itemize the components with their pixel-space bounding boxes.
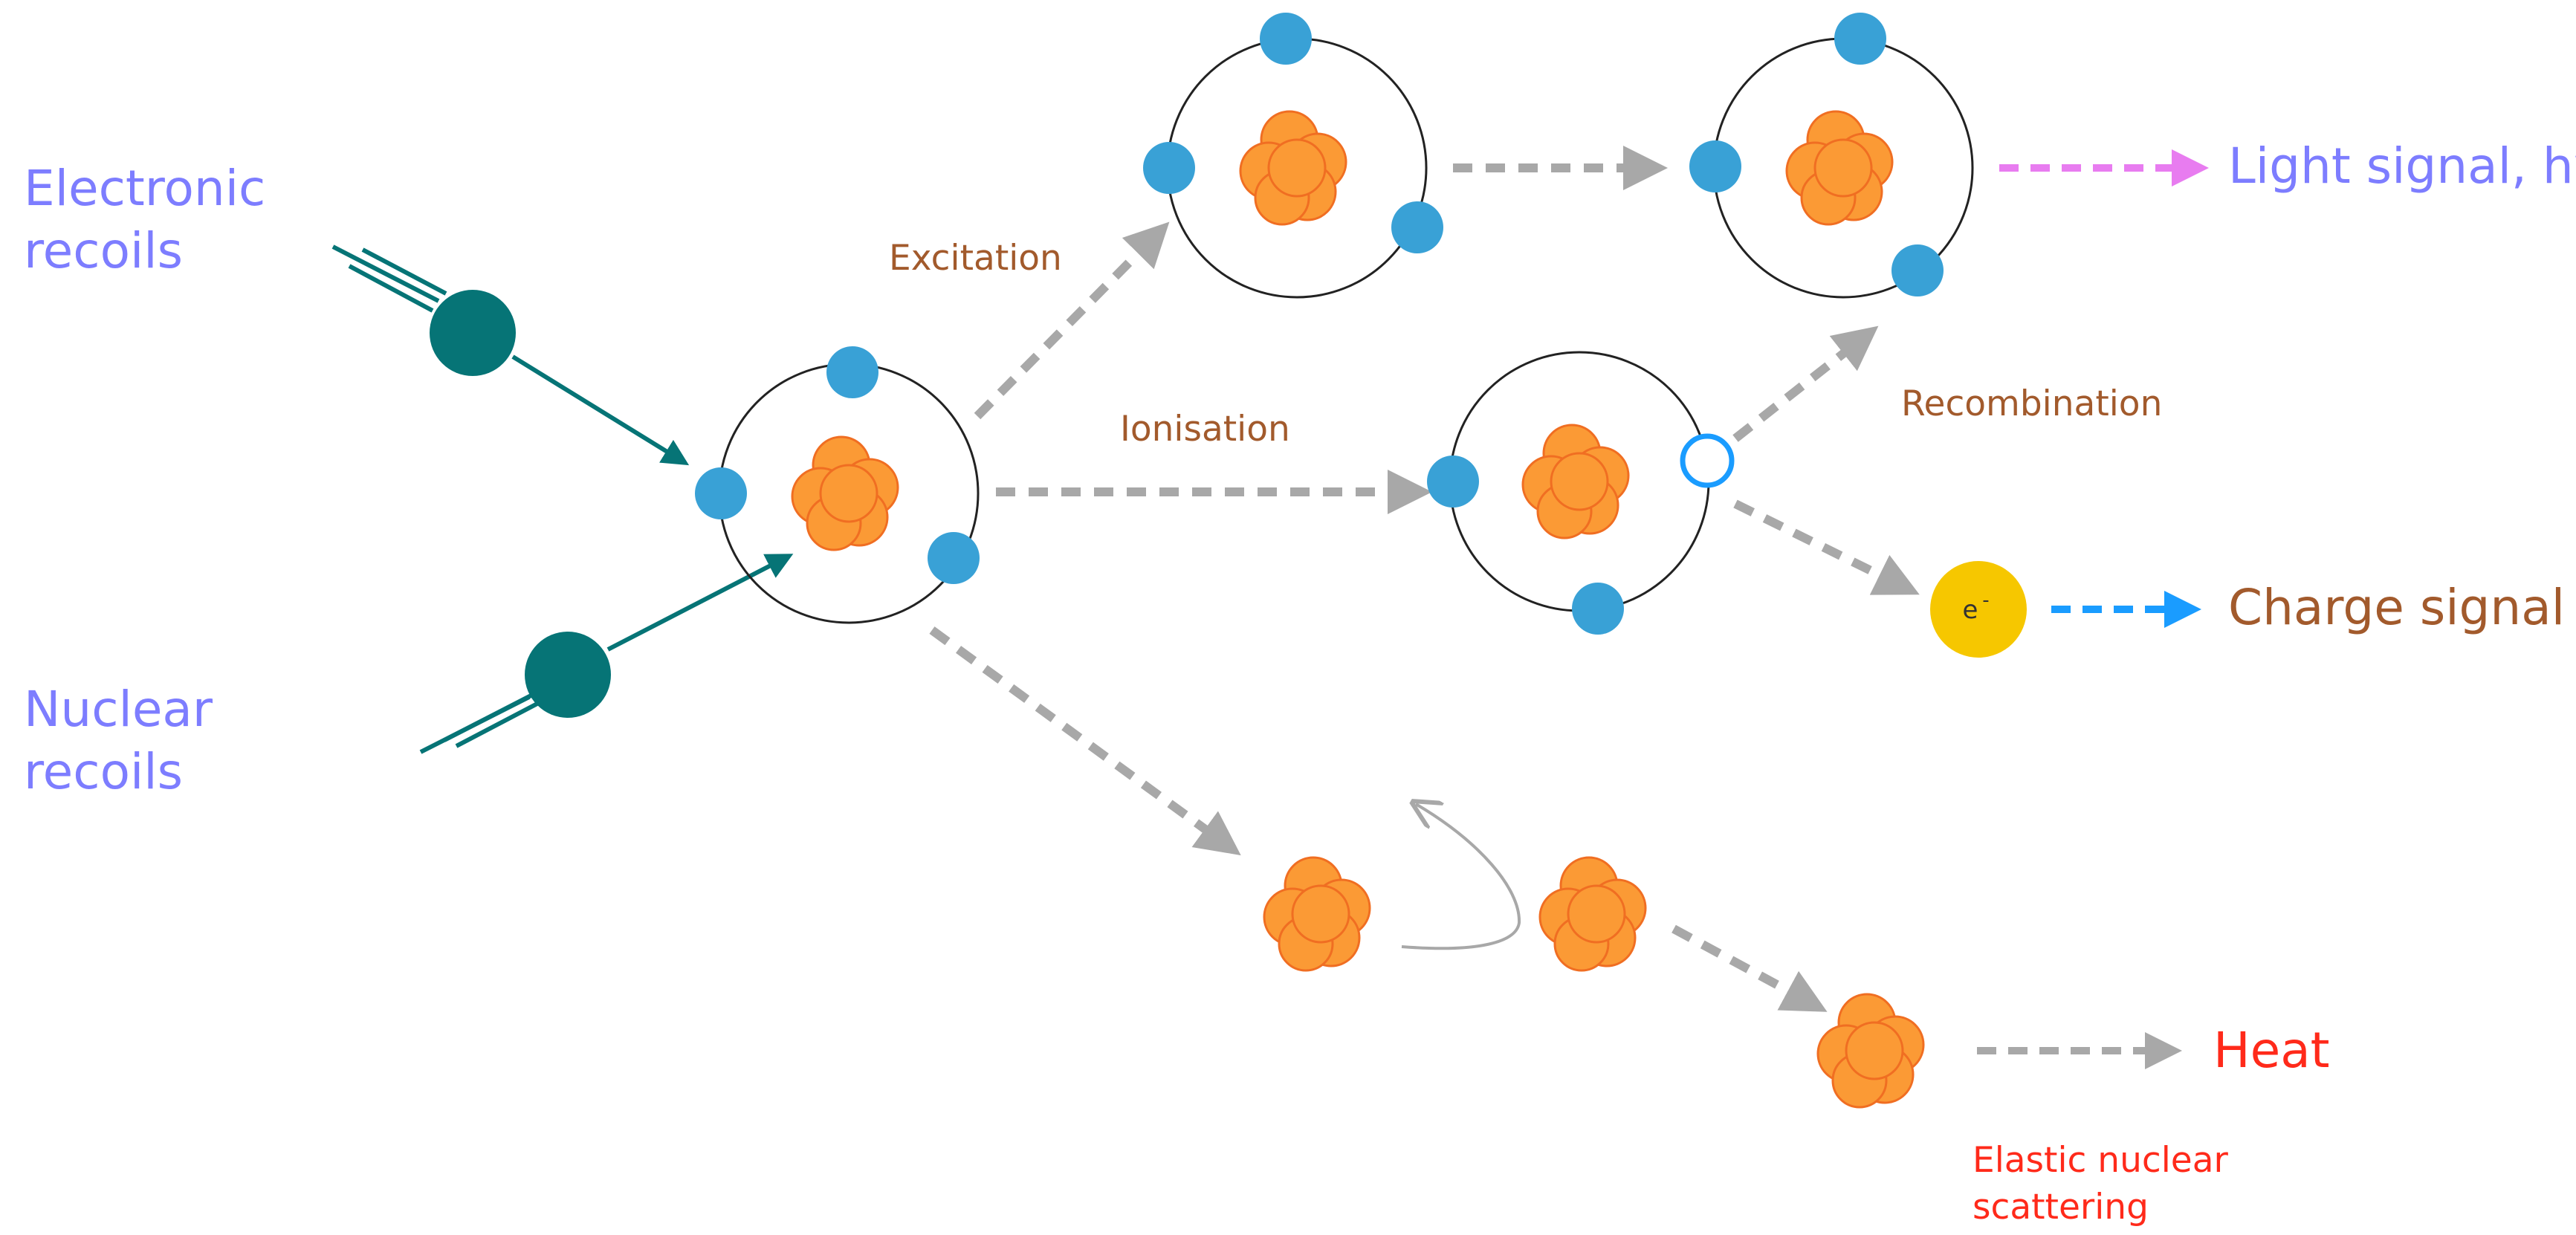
free-electron: e - [1930,561,2027,658]
nuclear-scatter-arrow [929,626,1241,856]
ionised-electron [1572,583,1624,635]
light-signal-label: Light signal, hν [2228,137,2576,195]
electron-emission-arrow [1733,499,1920,595]
scatter-path [1401,804,1521,950]
excited-electron [1260,13,1312,65]
electronic-recoils-label: Electronic recoils [24,160,266,280]
recombination-label: Recombination [1901,383,2163,424]
deexcited-electron [1689,140,1741,192]
ionisation-label: Ionisation [1120,409,1290,450]
heat-transfer-arrow [1672,924,1828,1012]
svg-text:-: - [1982,589,1989,612]
heat-label: Heat [2213,1022,2330,1079]
recombination-arrow [1732,325,1879,442]
nuclear-recoils-label: Nuclear recoils [24,681,213,801]
target-electron [928,532,980,584]
nuclear-recoil-particle [419,554,794,754]
target-atom [695,346,980,624]
excited-electron [1391,201,1443,253]
excited-atom [1143,13,1443,299]
recoiling-nucleus [1263,856,1371,972]
ionised-atom [1427,351,1735,635]
target-electron [826,346,878,398]
excited-electron [1143,142,1195,194]
scattered-nucleus [1538,856,1647,972]
deexcited-electron [1834,13,1886,65]
svg-text:e: e [1963,595,1978,625]
excitation-arrow [974,221,1170,420]
heated-nucleus [1816,993,1925,1109]
excitation-label: Excitation [889,238,1062,279]
deexcited-atom [1689,13,1974,299]
electronic-recoil-particle [331,244,690,466]
ionised-electron [1427,456,1479,508]
charge-signal-label: Charge signal [2228,579,2566,636]
electron-hole [1680,433,1735,488]
target-electron [695,467,747,519]
elastic-scattering-label: Elastic nuclear scattering [1973,1140,2228,1228]
deexcited-electron [1891,244,1944,296]
